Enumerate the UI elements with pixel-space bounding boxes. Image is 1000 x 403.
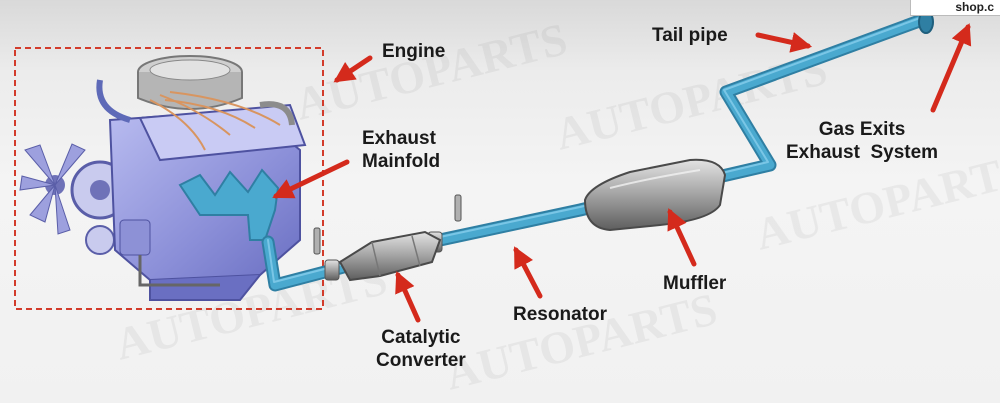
corner-site-tag: shop.c [910,0,1000,16]
arrow-engine [333,55,373,83]
label-exhaust-manifold-line2: Mainfold [362,151,441,172]
label-gas-exits: Gas Exits Exhaust System [786,118,938,164]
label-exhaust-manifold: Exhaust Mainfold [362,127,440,173]
pointer-arrows [272,23,972,323]
fan [19,143,86,235]
arrow-exhaust-manifold [272,159,350,199]
label-exhaust-manifold-line1: Exhaust [362,128,436,149]
label-engine: Engine [382,41,446,62]
label-muffler: Muffler [663,273,727,294]
catalytic-converter [338,230,442,282]
arrow-muffler [667,208,697,267]
label-catalytic-line1: Catalytic [381,327,461,348]
arrow-catalytic-converter [395,271,421,323]
label-tail-pipe: Tail pipe [652,25,728,46]
exhaust-pipe [261,13,929,292]
label-gas-exits-line2: Exhaust System [786,142,939,163]
label-gas-exits-line1: Gas Exits [818,119,906,140]
arrow-resonator [513,246,543,299]
label-catalytic-converter: Catalytic Converter [376,326,466,372]
muffler [583,158,727,232]
svg-text:AUTOPARTS: AUTOPARTS [440,283,722,400]
svg-text:AUTOPARTS: AUTOPARTS [290,13,572,130]
engine-box [14,47,324,310]
label-catalytic-line2: Converter [376,350,466,371]
arrow-gas-exits [930,23,972,113]
engine-illustration [19,55,307,301]
arrow-tail-pipe [755,32,813,53]
label-resonator: Resonator [513,304,607,325]
oxygen-sensor [313,194,462,255]
